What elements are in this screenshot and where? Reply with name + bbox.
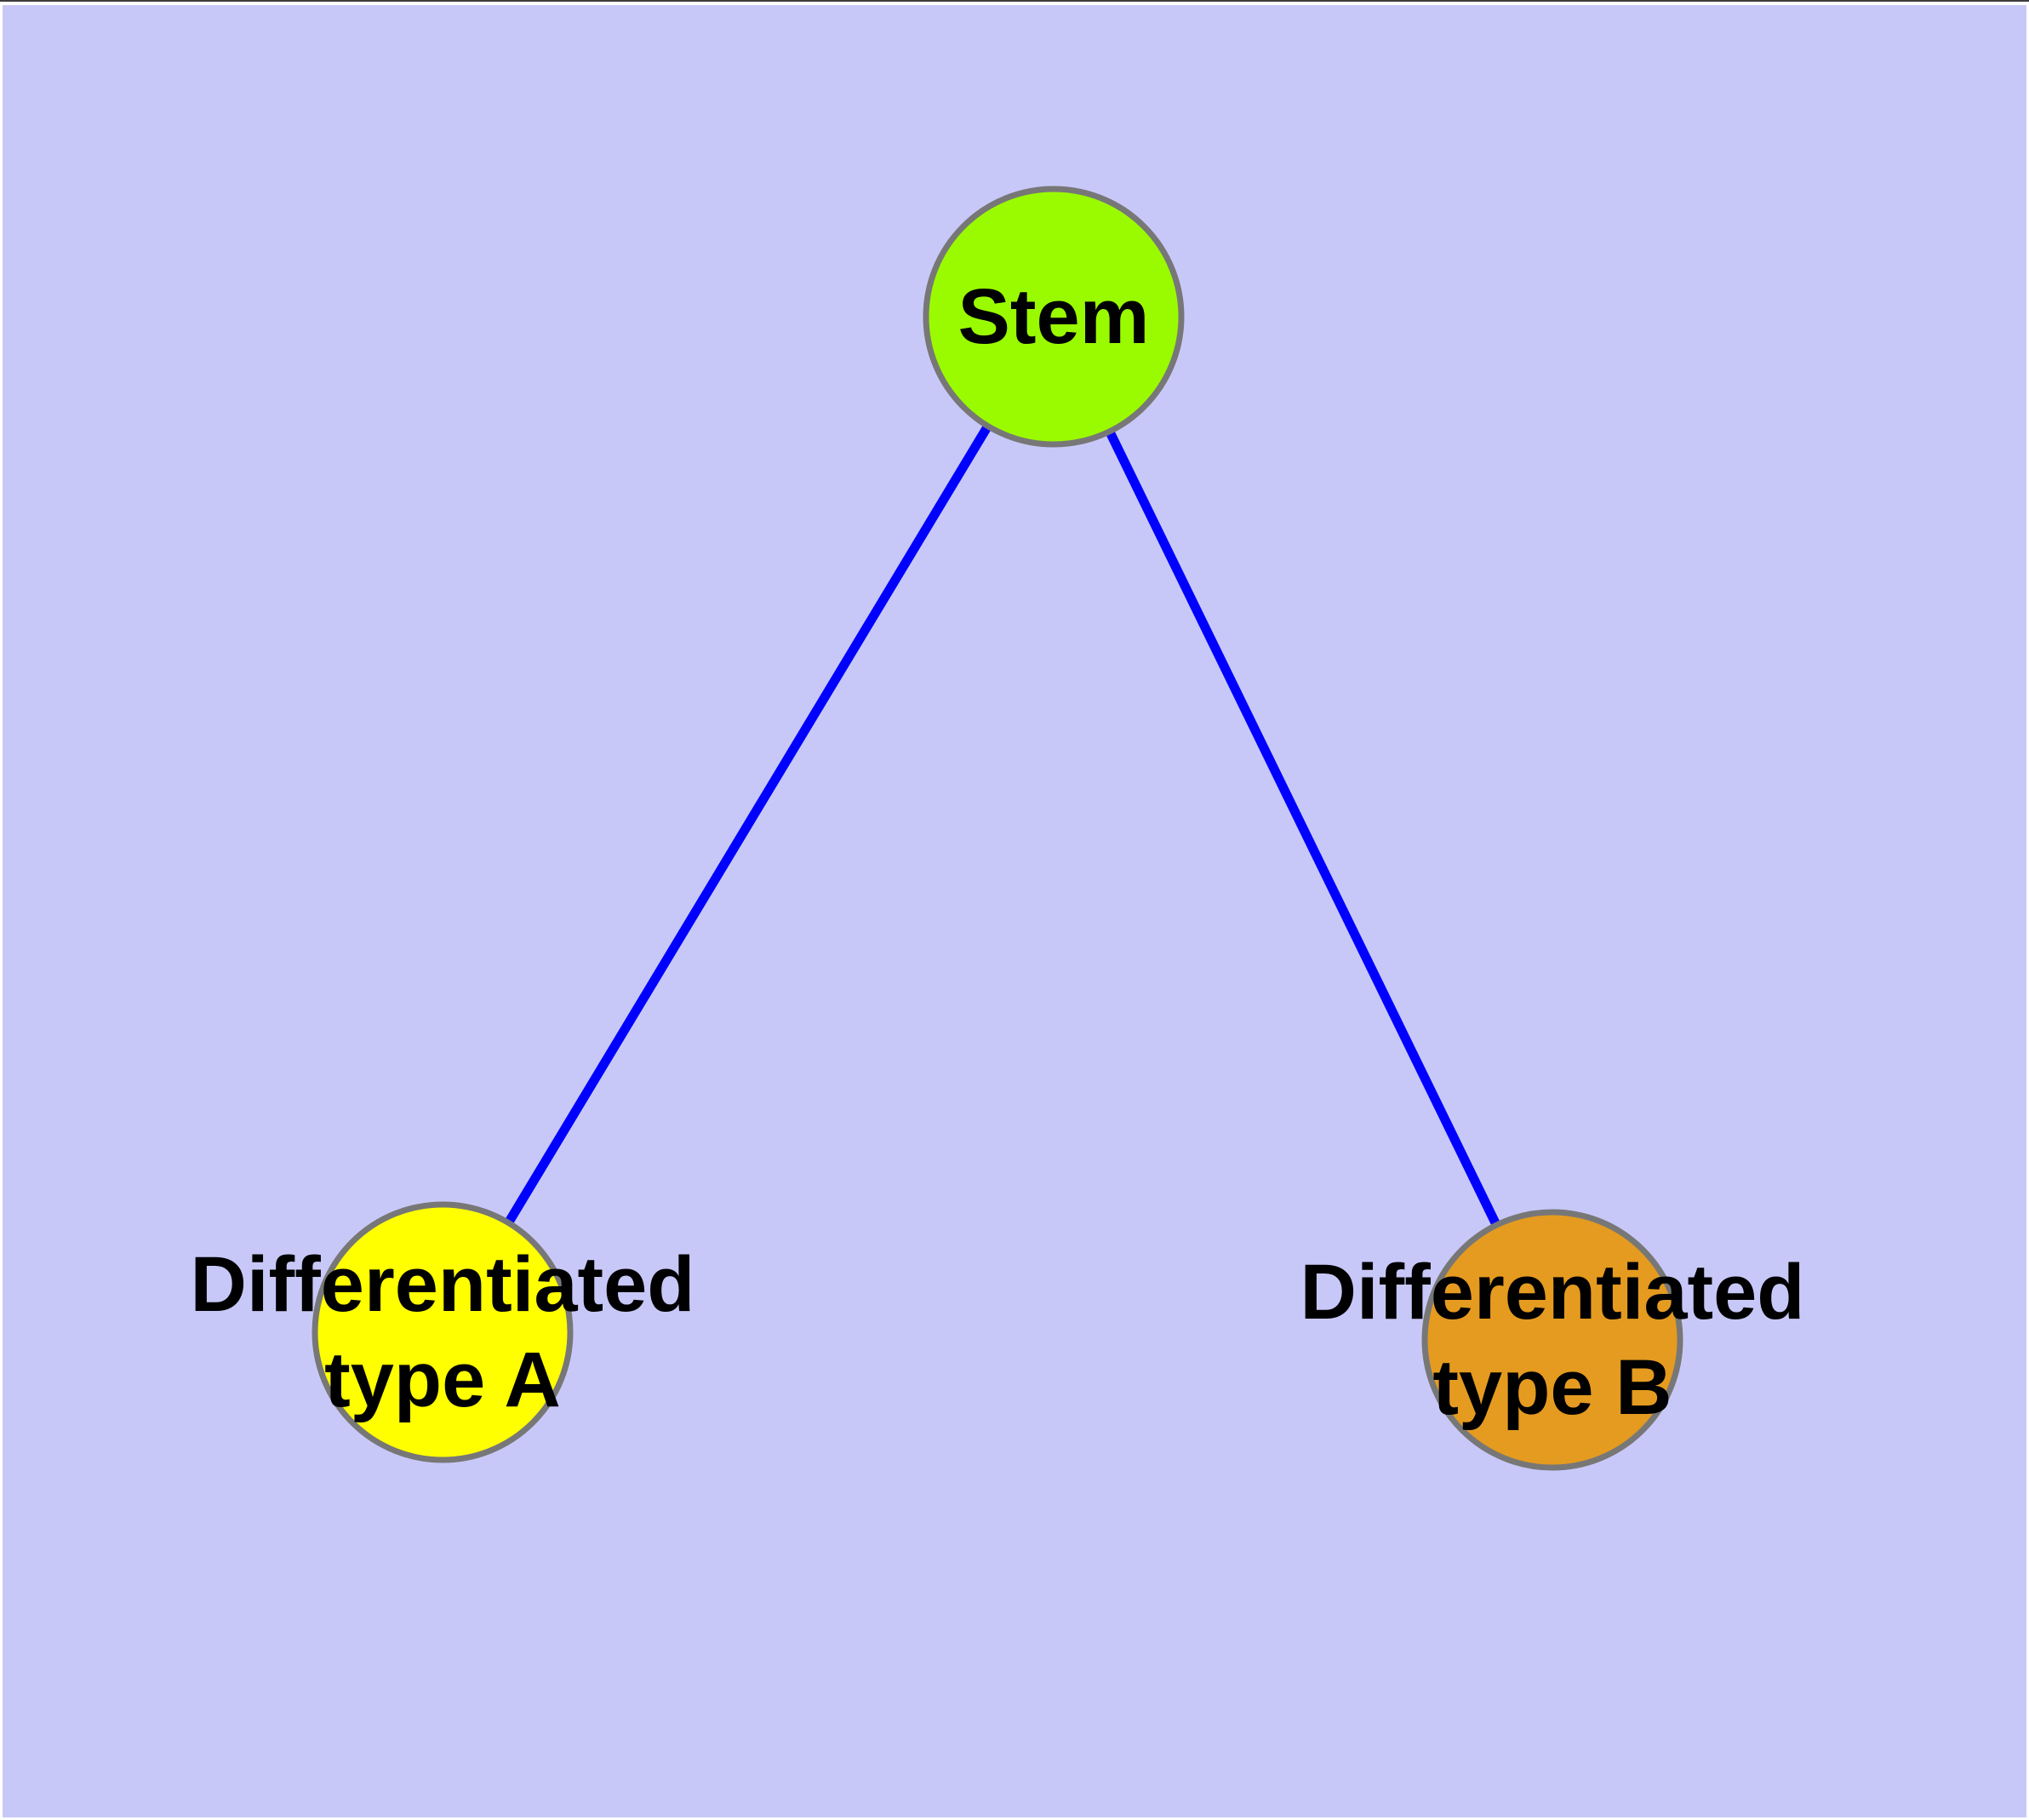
- node-type-b-circle: [1421, 1209, 1683, 1471]
- edges: [438, 314, 1557, 1342]
- node-type-a-label-line1: Differentiated: [191, 1241, 695, 1328]
- node-type-b-label-line2: type B: [1432, 1344, 1672, 1431]
- node-type-a-circle: [311, 1201, 574, 1463]
- node-type-b-label-line1: Differentiated: [1300, 1249, 1805, 1336]
- node-labels: Stem Differentiated type A Differentiate…: [191, 273, 1805, 1431]
- top-edge-line: [0, 0, 2029, 2]
- nodes: [311, 186, 1683, 1471]
- edge-stem-to-type-a: [438, 314, 1058, 1335]
- edge-stem-to-type-b: [1049, 314, 1557, 1342]
- node-stem-circle: [923, 186, 1185, 448]
- node-type-a-label-line2: type A: [324, 1336, 561, 1423]
- node-stem-label: Stem: [958, 273, 1150, 360]
